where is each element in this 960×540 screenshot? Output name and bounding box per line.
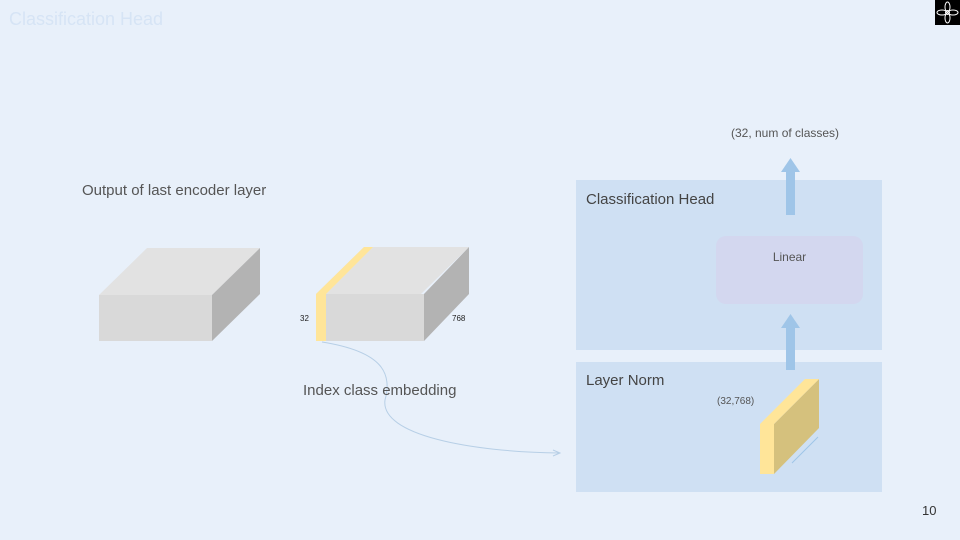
- up-arrow-linear-to-output: [781, 158, 800, 215]
- tensor-rows-label: 32: [300, 314, 309, 323]
- embedding-slab-side: [774, 379, 819, 474]
- encoder-cube-side: [212, 248, 260, 341]
- flower-logo-icon: [936, 1, 959, 24]
- logo: [935, 0, 960, 25]
- embedding-shape-label: (32,768): [717, 396, 755, 407]
- encoder-cube-top: [99, 248, 260, 295]
- slide-title: Classification Head: [9, 9, 164, 29]
- class-embedding-slice-top: [316, 247, 373, 294]
- indexed-cube-side: [424, 247, 469, 341]
- arrow-head-upper: [781, 158, 800, 172]
- embedding-slab-front: [760, 424, 774, 474]
- embedding-slab: [760, 379, 819, 474]
- indexed-output-cube: [316, 247, 469, 341]
- encoder-cube-front: [99, 295, 212, 341]
- encoder-output-cube: [99, 248, 260, 341]
- layer-norm-title: Layer Norm: [586, 372, 665, 389]
- embedding-connector-line: [321, 341, 561, 454]
- output-shape-label: (32, num of classes): [731, 126, 840, 140]
- encoder-output-caption: Output of last encoder layer: [82, 182, 267, 199]
- page-number: 10: [922, 503, 937, 518]
- layer-norm-panel: Layer Norm: [576, 362, 882, 492]
- indexed-cube-front: [326, 294, 424, 341]
- tensor-dim-label: 768: [452, 314, 466, 323]
- linear-label: Linear: [772, 250, 807, 264]
- embedding-slab-top: [760, 379, 819, 424]
- linear-layer-box: Linear: [716, 236, 863, 304]
- slab-diagonal-line: [791, 436, 819, 464]
- arrow-head-lower: [781, 314, 800, 328]
- arrow-shaft-lower: [786, 328, 795, 370]
- index-class-embedding-caption: Index class embedding: [303, 382, 457, 399]
- arrow-shaft-upper: [786, 172, 795, 215]
- classification-head-title: Classification Head: [586, 191, 715, 208]
- class-embedding-slice-front: [316, 294, 326, 341]
- up-arrow-layer-norm-to-linear: [781, 314, 800, 370]
- connector-arrowhead: [552, 449, 562, 457]
